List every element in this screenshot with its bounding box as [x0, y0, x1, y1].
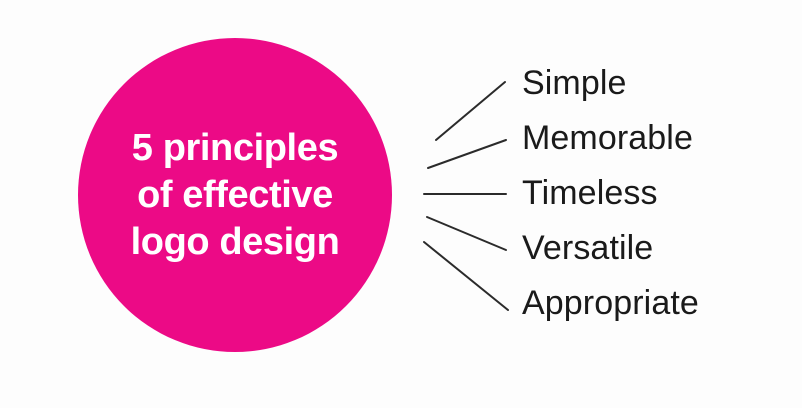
circle-heading-line-3: logo design [130, 220, 340, 263]
principle-label-versatile: Versatile [522, 229, 654, 267]
principle-label-timeless: Timeless [522, 174, 658, 212]
connector-simple [435, 81, 506, 141]
connector-memorable [427, 139, 507, 169]
circle-heading-line-2: of effective [137, 173, 333, 216]
principles-circle: 5 principles of effective logo design [78, 38, 392, 352]
principles-label-list: Simple Memorable Timeless Versatile Appr… [522, 56, 792, 331]
connector-versatile [426, 216, 507, 251]
principle-label-memorable: Memorable [522, 119, 693, 157]
principle-label-simple: Simple [522, 64, 627, 102]
connector-appropriate [423, 241, 509, 311]
principle-label-appropriate: Appropriate [522, 284, 699, 322]
circle-heading-line-1: 5 principles [131, 126, 339, 169]
